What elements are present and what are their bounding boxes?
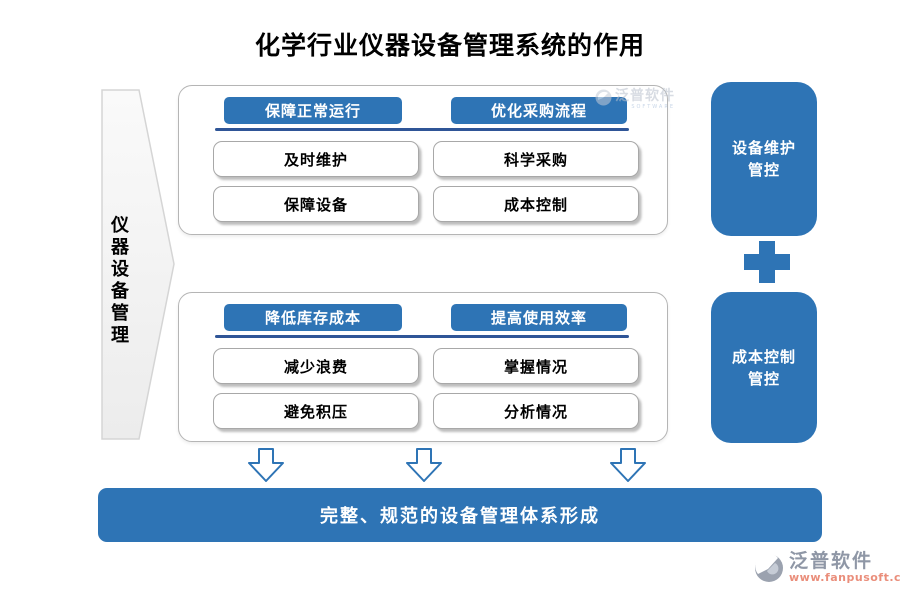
card2-header-2: 提高使用效率 (451, 304, 627, 331)
down-arrow-icon (610, 448, 646, 482)
card1-item-1: 及时维护 (213, 141, 419, 177)
side-box-cost-control: 成本控制 管控 (711, 292, 817, 443)
card1-item-3: 保障设备 (213, 186, 419, 222)
logo-url: www.fanpusoft.com (789, 571, 900, 584)
page-title: 化学行业仪器设备管理系统的作用 (254, 31, 645, 60)
pentagon-arrow-shape (101, 89, 175, 440)
card1-header-2: 优化采购流程 (451, 97, 627, 124)
card1-divider (215, 128, 629, 131)
card2-item-4: 分析情况 (433, 393, 639, 429)
card2-item-1: 减少浪费 (213, 348, 419, 384)
side-box2-line1: 成本控制 (731, 347, 796, 366)
side-box2-line2: 管控 (747, 369, 780, 388)
card-operation: 保障正常运行 优化采购流程 及时维护 科学采购 保障设备 成本控制 (178, 85, 668, 235)
left-banner: 仪器设备管理 (98, 88, 176, 441)
card2-item-2: 掌握情况 (433, 348, 639, 384)
card1-item-2: 科学采购 (433, 141, 639, 177)
left-banner-label: 仪器设备管理 (108, 215, 129, 347)
card2-item-3: 避免积压 (213, 393, 419, 429)
side-box-maintenance: 设备维护 管控 (711, 82, 817, 236)
card2-divider (215, 335, 629, 338)
side-box1-line2: 管控 (747, 161, 780, 179)
card-efficiency: 降低库存成本 提高使用效率 减少浪费 掌握情况 避免积压 分析情况 (178, 292, 668, 442)
down-arrow-icon (248, 448, 284, 482)
card1-header-1: 保障正常运行 (224, 97, 402, 124)
side-box1-line1: 设备维护 (731, 139, 796, 157)
card2-header-1: 降低库存成本 (224, 304, 402, 331)
down-arrow-icon (406, 448, 442, 482)
card1-item-4: 成本控制 (433, 186, 639, 222)
logo-name: 泛普软件 (789, 550, 874, 572)
conclusion-bar: 完整、规范的设备管理体系形成 (98, 488, 822, 542)
vendor-logo: 泛普软件 www.fanpusoft.com (753, 551, 900, 584)
logo-icon (755, 552, 783, 582)
plus-icon (744, 241, 790, 283)
